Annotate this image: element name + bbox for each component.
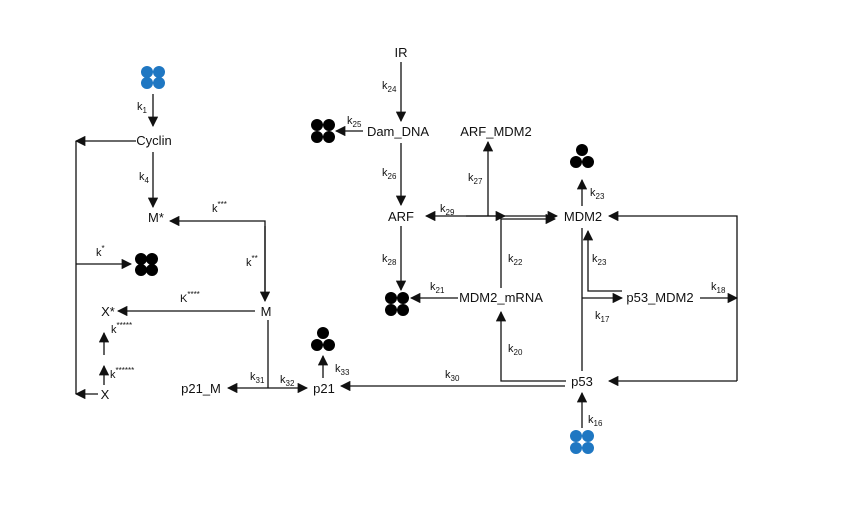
molecule-dot xyxy=(317,327,329,339)
sink-cluster-left xyxy=(135,253,158,276)
molecule-dot xyxy=(146,253,158,265)
source-cluster-p53 xyxy=(570,430,594,454)
sink-cluster-arf xyxy=(385,292,409,316)
molecule-dot xyxy=(570,442,582,454)
rate-k-5star: k***** xyxy=(111,321,132,336)
sink-cluster-mdm2 xyxy=(570,144,594,168)
node-arf: ARF xyxy=(388,209,414,224)
rate-labels: k1 k4 k*** k** k* K**** k***** k****** k… xyxy=(96,80,726,428)
rate-k-6star: k****** xyxy=(110,366,134,381)
molecule-dot xyxy=(135,264,147,276)
rate-k28: k28 xyxy=(382,253,397,267)
node-cyclin: Cyclin xyxy=(136,133,171,148)
rate-k25: k25 xyxy=(347,115,362,129)
node-x: X xyxy=(101,387,110,402)
molecule-dot xyxy=(397,292,409,304)
rate-k4: k4 xyxy=(139,171,150,185)
rate-k27: k27 xyxy=(468,172,483,186)
molecule-dot xyxy=(311,119,323,131)
molecule-dot xyxy=(576,144,588,156)
rate-k23-mid: k23 xyxy=(592,253,607,267)
edge-p53mdm2-to-mdm2 xyxy=(582,229,622,292)
molecule-dot xyxy=(582,156,594,168)
edge-right-to-mdm2 xyxy=(607,210,738,381)
rate-k-3star: k*** xyxy=(212,200,227,215)
rate-k17: k17 xyxy=(595,310,610,324)
rate-k26: k26 xyxy=(382,167,397,181)
molecule-dot xyxy=(570,430,582,442)
edge-mrna-to-mdm2 xyxy=(500,213,557,288)
node-x-star: X* xyxy=(101,304,115,319)
rate-k21: k21 xyxy=(430,281,445,295)
molecule-dot xyxy=(141,66,153,78)
rate-k31: k31 xyxy=(250,371,265,385)
rate-k24: k24 xyxy=(382,80,397,94)
source-cluster-cyclin xyxy=(141,66,165,89)
molecule-dot xyxy=(323,119,335,131)
molecule-dot xyxy=(582,430,594,442)
rate-k-1star: k* xyxy=(96,244,105,259)
molecule-dot xyxy=(323,339,335,351)
molecule-dot xyxy=(582,442,594,454)
rate-k-2star: k** xyxy=(246,254,258,269)
rate-k33: k33 xyxy=(335,363,350,377)
rate-k18: k18 xyxy=(711,281,726,295)
rate-k32: k32 xyxy=(280,374,295,388)
molecule-dot xyxy=(146,264,158,276)
molecule-dot xyxy=(311,131,323,143)
molecule-dot xyxy=(311,339,323,351)
rate-k22: k22 xyxy=(508,253,523,267)
molecule-dot xyxy=(141,77,153,89)
node-m: M xyxy=(261,304,272,319)
molecule-dot xyxy=(397,304,409,316)
node-dam-dna: Dam_DNA xyxy=(367,124,429,139)
rate-k30: k30 xyxy=(445,369,460,383)
rate-k23-top: k23 xyxy=(590,187,605,201)
molecule-dot xyxy=(385,304,397,316)
node-m-star: M* xyxy=(148,210,164,225)
node-p53-mdm2: p53_MDM2 xyxy=(626,290,693,305)
edge-p53-to-mrna xyxy=(495,310,566,382)
rate-k20: k20 xyxy=(508,343,523,357)
molecule-dot xyxy=(135,253,147,265)
molecule-dot xyxy=(323,131,335,143)
molecule-dot xyxy=(385,292,397,304)
node-p53: p53 xyxy=(571,374,593,389)
rate-k16: k16 xyxy=(588,414,603,428)
node-labels: Cyclin M* M X* X p21_M p21 IR Dam_DNA AR… xyxy=(101,45,694,402)
node-ir: IR xyxy=(395,45,408,60)
edges xyxy=(74,62,739,428)
molecule-dot xyxy=(570,156,582,168)
node-p21: p21 xyxy=(313,381,335,396)
molecule-dot xyxy=(153,77,165,89)
rate-K-4star: K**** xyxy=(180,290,200,305)
node-mdm2-mrna: MDM2_mRNA xyxy=(459,290,543,305)
sink-cluster-p21 xyxy=(311,327,335,351)
rate-k29: k29 xyxy=(440,203,455,217)
node-arf-mdm2: ARF_MDM2 xyxy=(460,124,532,139)
rate-k1: k1 xyxy=(137,101,148,115)
node-mdm2: MDM2 xyxy=(564,209,602,224)
molecule-dot xyxy=(153,66,165,78)
sink-cluster-damdna xyxy=(311,119,335,143)
node-p21-m: p21_M xyxy=(181,381,221,396)
